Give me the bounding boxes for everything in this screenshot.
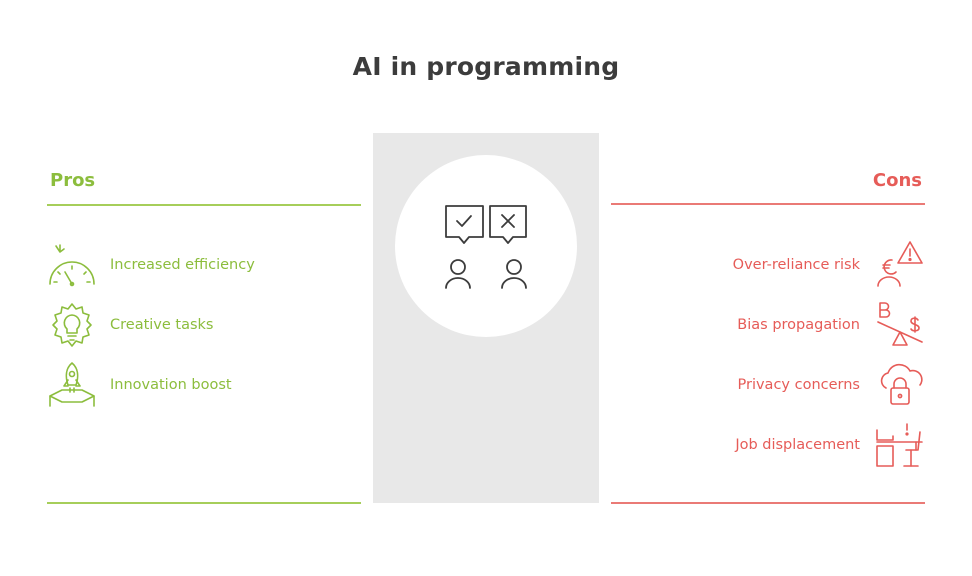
cons-bottom-divider <box>611 502 925 504</box>
center-panel <box>373 133 599 503</box>
con-item-label: Job displacement <box>735 437 860 453</box>
lightbulb-gear-icon <box>46 300 98 350</box>
con-item-bias: Bias propagation <box>737 300 926 350</box>
con-item-privacy: Privacy concerns <box>738 360 927 410</box>
pros-heading: Pros <box>50 170 96 191</box>
pro-item-creative: Creative tasks <box>46 300 213 350</box>
pro-item-efficiency: Increased efficiency <box>46 240 255 290</box>
cloud-lock-icon <box>874 360 926 410</box>
pros-top-divider <box>47 204 361 206</box>
person-warning-icon <box>874 240 926 290</box>
rocket-launch-icon <box>46 360 98 410</box>
pro-item-label: Innovation boost <box>110 377 232 393</box>
page-title: AI in programming <box>352 52 620 81</box>
pro-item-label: Creative tasks <box>110 317 214 333</box>
pro-item-innovation: Innovation boost <box>46 360 232 410</box>
speedometer-icon <box>46 240 98 290</box>
pro-item-label: Increased efficiency <box>110 257 255 273</box>
approve-reject-chat-users-icon <box>445 205 527 289</box>
cons-heading: Cons <box>872 170 922 191</box>
con-item-job-displacement: Job displacement <box>735 420 926 470</box>
con-item-label: Privacy concerns <box>737 377 861 393</box>
empty-desk-icon <box>874 420 926 470</box>
con-item-label: Over-reliance risk <box>732 257 860 273</box>
tilted-scale-icon <box>874 300 926 350</box>
cons-top-divider <box>611 203 925 205</box>
center-circle <box>395 155 577 337</box>
con-item-label: Bias propagation <box>737 317 860 333</box>
con-item-over-reliance: Over-reliance risk <box>733 240 926 290</box>
pros-bottom-divider <box>47 502 361 504</box>
